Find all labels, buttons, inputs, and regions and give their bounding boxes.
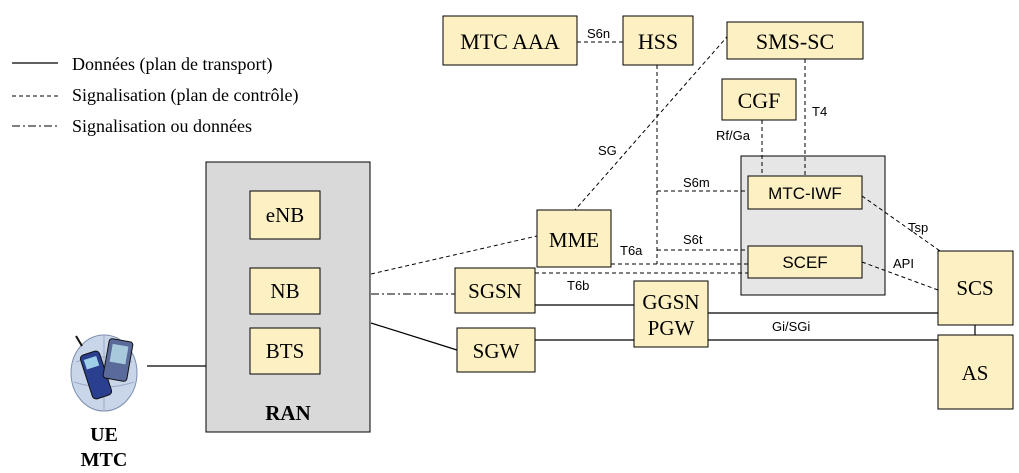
label-tsp: Tsp [908, 220, 928, 235]
node-nb [249, 267, 321, 315]
node-cgf-label: CGF [738, 88, 781, 113]
node-hss-label: HSS [638, 29, 678, 54]
label-gi-sgi: Gi/SGi [772, 319, 810, 334]
node-cgf [721, 78, 797, 121]
nodes: MTC AAA HSS SMS-SC CGF MTC-IWF SCEF eNB … [249, 15, 1014, 425]
node-bts [249, 327, 321, 375]
node-nb-label: NB [270, 279, 299, 303]
node-mtc-iwf-label: MTC-IWF [768, 184, 842, 203]
label-t6a: T6a [620, 243, 643, 258]
label-t4: T4 [812, 104, 827, 119]
node-bts-label: BTS [266, 339, 305, 363]
node-sgsn [454, 267, 536, 314]
node-scs-label: SCS [956, 276, 993, 300]
legend-dashed-label: Signalisation (plan de contrôle) [72, 85, 298, 106]
label-rf-ga: Rf/Ga [716, 128, 751, 143]
link-ran-mme [370, 235, 538, 275]
node-scef-label: SCEF [782, 253, 827, 272]
legend-dashdot-label: Signalisation ou données [72, 116, 252, 136]
node-enb [249, 190, 321, 240]
node-mme [536, 209, 612, 268]
label-sg: SG [598, 143, 617, 158]
ran-label: RAN [265, 401, 311, 425]
node-sgsn-label: SGSN [468, 279, 522, 303]
node-scef [747, 245, 863, 279]
interface-labels: S6n T4 Rf/Ga SG S6m S6t T6a T6b Tsp API … [567, 26, 928, 334]
node-pgw-label: PGW [648, 316, 695, 340]
legend-solid-label: Données (plan de transport) [72, 54, 272, 75]
link-ran-sgw [370, 322, 458, 351]
ue-device [70, 334, 138, 412]
link-sg [574, 29, 734, 211]
node-enb-label: eNB [266, 203, 305, 227]
label-t6b: T6b [567, 278, 589, 293]
label-s6n: S6n [587, 26, 610, 41]
node-as [937, 334, 1014, 410]
node-sgw-label: SGW [473, 339, 520, 363]
node-scs [937, 250, 1014, 326]
ue-label-line2: MTC [81, 449, 128, 471]
node-sms-sc [726, 21, 864, 60]
handheld-device-icon [102, 338, 134, 382]
node-mtc-iwf [747, 175, 863, 210]
connections [147, 29, 976, 367]
label-s6m: S6m [683, 175, 710, 190]
node-hss [622, 15, 694, 66]
node-sms-sc-label: SMS-SC [756, 29, 834, 54]
ue-label-line1: UE [90, 424, 118, 446]
node-ggsn-pgw [633, 280, 709, 348]
mobile-phone-icon [75, 335, 113, 400]
legend: Données (plan de transport) Signalisatio… [12, 54, 298, 136]
label-s6t: S6t [683, 232, 703, 247]
node-as-label: AS [962, 361, 989, 385]
link-tsp [861, 195, 951, 259]
node-mme-label: MME [549, 228, 599, 252]
node-mtc-aaa [442, 15, 578, 66]
label-api: API [893, 256, 914, 271]
node-sgw [456, 327, 536, 373]
node-mtc-aaa-label: MTC AAA [460, 29, 560, 54]
node-ggsn-label: GGSN [642, 290, 699, 314]
